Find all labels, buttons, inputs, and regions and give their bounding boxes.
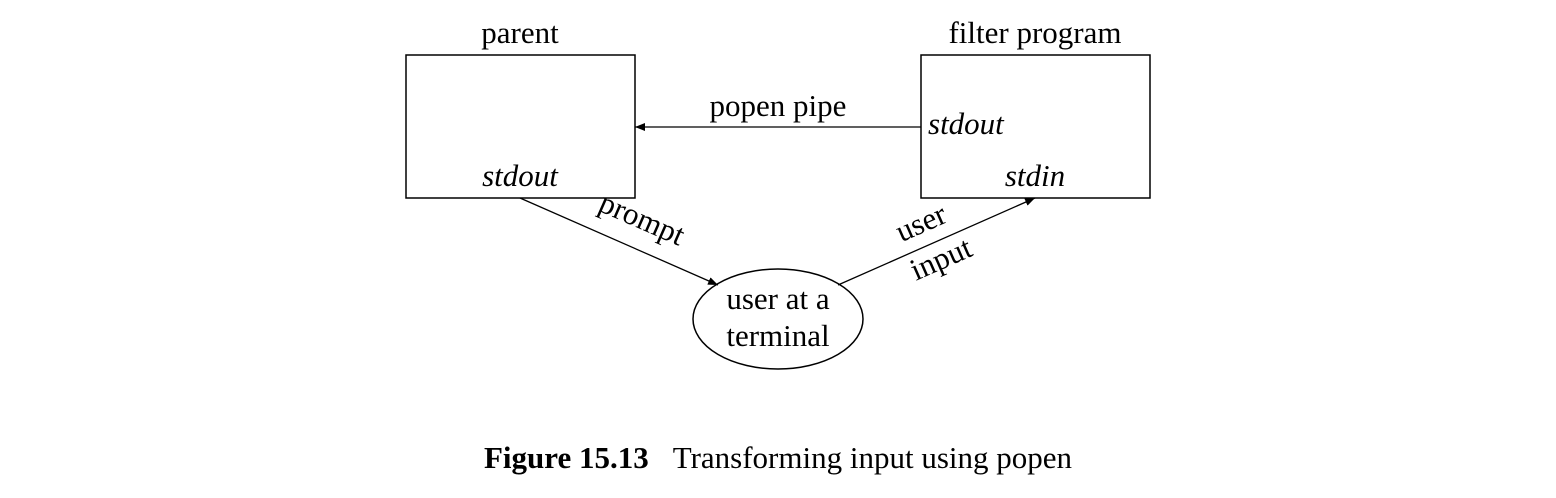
popen-pipe-label: popen pipe — [710, 88, 847, 123]
prompt-label: prompt — [594, 184, 690, 252]
parent-stdout-label: stdout — [482, 158, 559, 193]
filter-stdin-label: stdin — [1005, 158, 1065, 193]
figure-caption: Figure 15.13 Transforming input using pop… — [0, 440, 1556, 476]
terminal-label-line1: user at a — [726, 281, 830, 316]
filter-program-title: filter program — [948, 15, 1121, 50]
figure-number: Figure 15.13 — [483, 440, 649, 475]
terminal-label-line2: terminal — [726, 318, 829, 353]
user-input-arrow — [837, 197, 1036, 286]
parent-title: parent — [481, 15, 559, 50]
terminal-ellipse — [692, 268, 864, 370]
filter-stdout-label: stdout — [928, 106, 1005, 141]
figure-caption-text: Transforming input using popen — [672, 440, 1073, 475]
prompt-arrow — [519, 197, 719, 286]
